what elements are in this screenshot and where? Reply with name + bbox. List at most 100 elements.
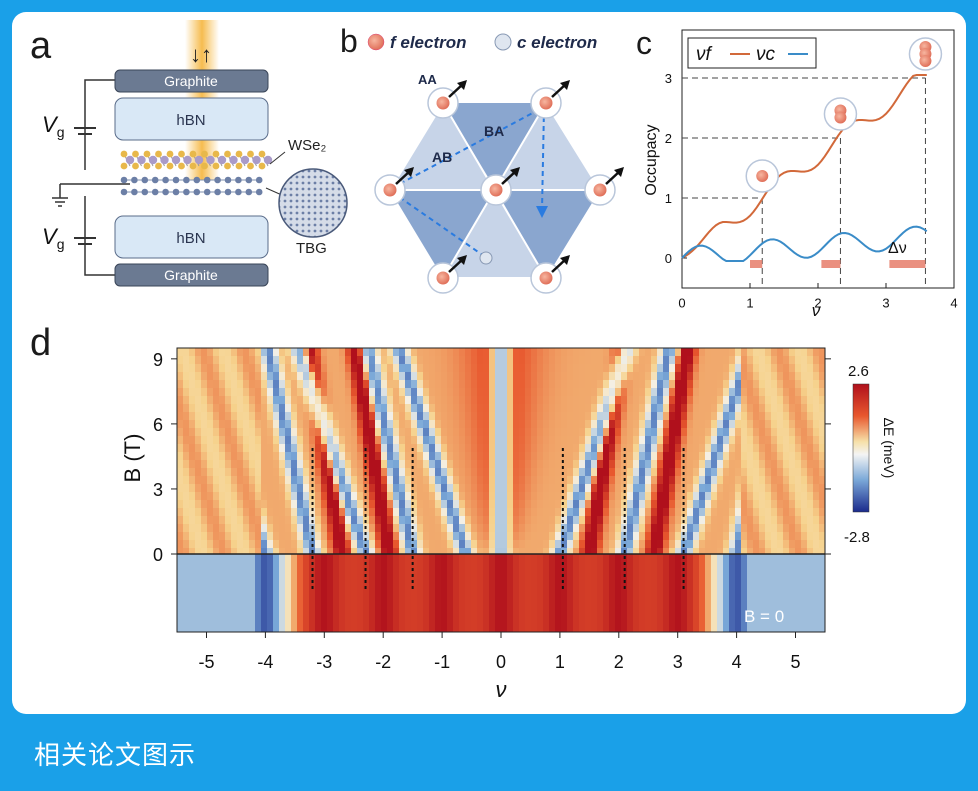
heatmap-cell (507, 452, 514, 461)
heatmap-cell (417, 516, 424, 525)
heatmap-cell (213, 348, 220, 357)
heatmap-cell (519, 364, 526, 373)
heatmap-cell (441, 420, 448, 429)
heatmap-cell (507, 484, 514, 493)
heatmap-cell (237, 412, 244, 421)
heatmap-cell (669, 452, 676, 461)
heatmap-cell (225, 452, 232, 461)
heatmap-cell (207, 548, 214, 557)
heatmap-cell (315, 380, 322, 389)
heatmap-cell (219, 516, 226, 525)
heatmap-cell (513, 548, 520, 557)
heatmap-cell (189, 460, 196, 469)
heatmap-cell (489, 348, 496, 357)
heatmap-cell (789, 500, 796, 509)
heatmap-cell (237, 540, 244, 549)
heatmap-cell (567, 420, 574, 429)
heatmap-cell (375, 516, 382, 525)
heatmap-cell (207, 380, 214, 389)
heatmap-cell (723, 380, 730, 389)
heatmap-cell (735, 396, 742, 405)
heatmap-cell (291, 428, 298, 437)
heatmap-cell (429, 348, 436, 357)
heatmap-cell (747, 524, 754, 533)
heatmap-cell (801, 412, 808, 421)
heatmap-cell (345, 356, 352, 365)
heatmap-cell (525, 412, 532, 421)
heatmap-cell (681, 396, 688, 405)
heatmap-cell (483, 460, 490, 469)
heatmap-cell (495, 548, 502, 557)
heatmap-cell (267, 372, 274, 381)
heatmap-cell (477, 532, 484, 541)
heatmap-cell (801, 500, 808, 509)
heatmap-cell (501, 460, 508, 469)
heatmap-cell (759, 492, 766, 501)
heatmap-cell (609, 388, 616, 397)
heatmap-cell (303, 540, 310, 549)
heatmap-cell (579, 436, 586, 445)
heatmap-cell (783, 532, 790, 541)
heatmap-cell (291, 420, 298, 429)
heatmap-cell (243, 420, 250, 429)
heatmap-cell (375, 476, 382, 485)
heatmap-cell (285, 420, 292, 429)
heatmap-cell (753, 388, 760, 397)
heatmap-cell (297, 380, 304, 389)
heatmap-cell (213, 508, 220, 517)
heatmap-cell (663, 532, 670, 541)
heatmap-cell (693, 412, 700, 421)
heatmap-cell (597, 452, 604, 461)
heatmap-cell (267, 388, 274, 397)
heatmap-cell (789, 348, 796, 357)
heatmap-cell (747, 516, 754, 525)
carbon-atom (203, 176, 211, 184)
heatmap-cell (255, 436, 262, 445)
heatmap-cell (411, 508, 418, 517)
heatmap-cell (225, 476, 232, 485)
heatmap-cell (279, 356, 286, 365)
heatmap-cell (471, 372, 478, 381)
heatmap-cell (243, 396, 250, 405)
heatmap-cell (771, 420, 778, 429)
heatmap-cell (555, 476, 562, 485)
heatmap-cell (195, 492, 202, 501)
heatmap-cell (567, 532, 574, 541)
heatmap-cell (249, 500, 256, 509)
heatmap-cell (453, 476, 460, 485)
se-atom (178, 150, 185, 158)
heatmap-cell (369, 540, 376, 549)
heatmap-cell (495, 436, 502, 445)
d-xtick-label: 1 (555, 652, 565, 672)
heatmap-cell (489, 380, 496, 389)
heatmap-cell (531, 484, 538, 493)
heatmap-cell (567, 492, 574, 501)
heatmap-cell (717, 380, 724, 389)
heatmap-cell (615, 476, 622, 485)
heatmap-cell (261, 516, 268, 525)
heatmap-cell (585, 364, 592, 373)
heatmap-cell (813, 404, 820, 413)
heatmap-cell (429, 356, 436, 365)
heatmap-cell (249, 492, 256, 501)
heatmap-cell (627, 452, 634, 461)
heatmap-cell (363, 356, 370, 365)
heatmap-cell (531, 356, 538, 365)
heatmap-cell (543, 396, 550, 405)
heatmap-cell (717, 500, 724, 509)
heatmap-cell (321, 524, 328, 533)
heatmap-cell (813, 468, 820, 477)
heatmap-b0-cell (513, 554, 520, 632)
heatmap-cell (483, 484, 490, 493)
heatmap-cell (639, 444, 646, 453)
heatmap-b0-cell (357, 554, 364, 632)
heatmap-cell (357, 436, 364, 445)
heatmap-cell (381, 404, 388, 413)
heatmap-cell (441, 436, 448, 445)
heatmap-cell (735, 468, 742, 477)
heatmap-cell (687, 484, 694, 493)
heatmap-cell (363, 420, 370, 429)
heatmap-cell (729, 516, 736, 525)
heatmap-cell (267, 500, 274, 509)
heatmap-cell (711, 476, 718, 485)
